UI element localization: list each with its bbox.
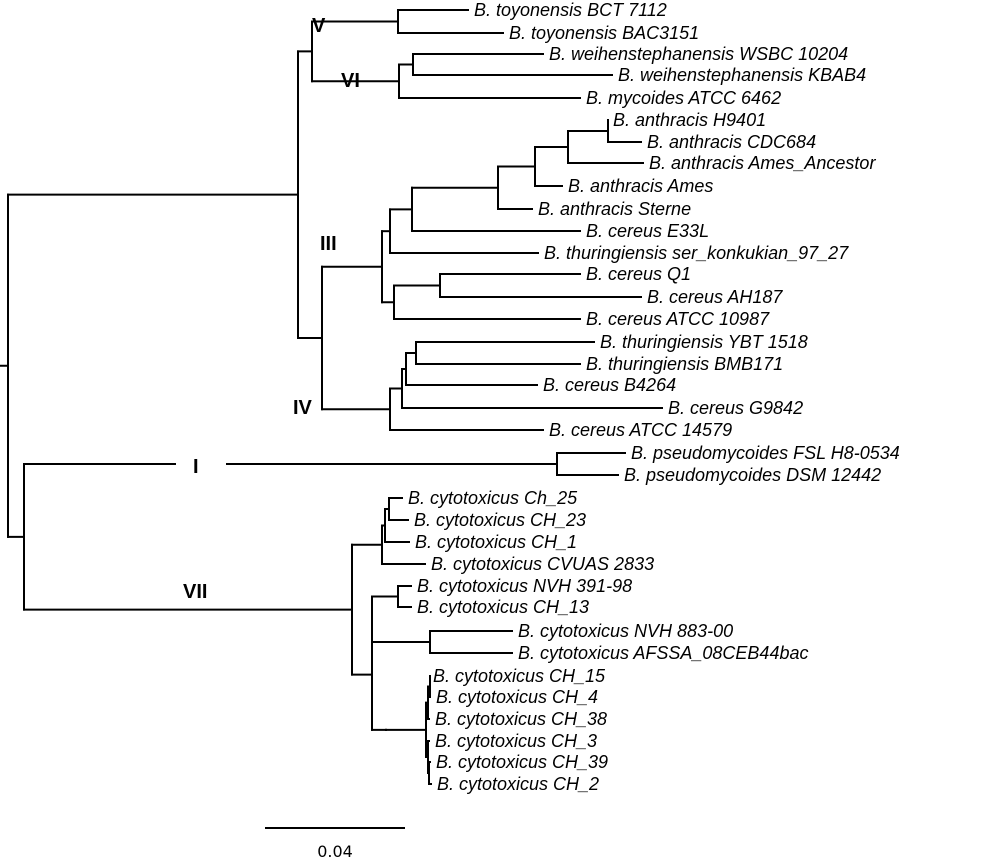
leaf-label: B. pseudomycoides DSM 12442: [624, 465, 881, 485]
leaf-label: B. cytotoxicus CH_13: [417, 597, 589, 617]
leaf-label: B. mycoides ATCC 6462: [586, 88, 781, 108]
leaf-label: B. cereus G9842: [668, 398, 803, 418]
leaf-label: B. pseudomycoides FSL H8-0534: [631, 443, 900, 463]
leaf-label: B. thuringiensis YBT 1518: [600, 332, 808, 352]
clade-label-vi: VI: [341, 70, 360, 92]
leaf-label: B. cytotoxicus CH_15: [433, 666, 606, 686]
clade-label-iii: III: [320, 233, 337, 255]
leaf-label: B. cytotoxicus CH_2: [437, 774, 599, 794]
clade-label-iv: IV: [293, 397, 313, 419]
leaf-label: B. cytotoxicus NVH 391-98: [417, 576, 632, 596]
leaf-label: B. cytotoxicus CH_4: [436, 687, 598, 707]
leaf-labels: B. toyonensis BCT 7112 B. toyonensis BAC3…: [408, 0, 900, 794]
leaf-label: B. cytotoxicus CH_39: [436, 752, 608, 772]
leaf-label: B. anthracis Ames: [568, 176, 713, 196]
leaf-label: B. cytotoxicus Ch_25: [408, 488, 578, 508]
clade-label-v: V: [312, 15, 326, 37]
leaf-label: B. cereus E33L: [586, 221, 709, 241]
leaf-label: B. cereus AH187: [647, 287, 783, 307]
leaf-label: B. cereus B4264: [543, 375, 676, 395]
leaf-label: B. cytotoxicus CH_1: [415, 532, 577, 552]
leaf-label: B. anthracis Sterne: [538, 199, 691, 219]
leaf-label: B. toyonensis BAC3151: [509, 23, 699, 43]
leaf-label: B. cytotoxicus CH_3: [435, 731, 597, 751]
tree-branches: [0, 9, 663, 785]
scale-bar-label: 0.04: [317, 842, 353, 858]
leaf-label: B. cytotoxicus AFSSA_08CEB44bac: [518, 643, 808, 663]
clade-label-vii: VII: [183, 581, 207, 603]
leaf-label: B. weihenstephanensis WSBC 10204: [549, 44, 848, 64]
clade-label-i: I: [193, 456, 199, 478]
leaf-label: B. toyonensis BCT 7112: [474, 0, 667, 20]
leaf-label: B. cytotoxicus CVUAS 2833: [431, 554, 654, 574]
clade-vii-label-gap: [176, 580, 226, 604]
leaf-label: B. anthracis CDC684: [647, 132, 816, 152]
leaf-label: B. thuringiensis BMB171: [586, 354, 783, 374]
leaf-label: B. cytotoxicus NVH 883-00: [518, 621, 733, 641]
leaf-label: B. weihenstephanensis KBAB4: [618, 65, 866, 85]
leaf-label: B. cytotoxicus CH_38: [435, 709, 607, 729]
leaf-label: B. anthracis Ames_Ancestor: [649, 153, 876, 173]
clade-i-label-gap: [176, 455, 226, 479]
leaf-label: B. cereus Q1: [586, 264, 691, 284]
leaf-label: B. cereus ATCC 14579: [549, 420, 732, 440]
leaf-label: B. cereus ATCC 10987: [586, 309, 770, 329]
leaf-label: B. thuringiensis ser_konkukian_97_27: [544, 243, 849, 263]
leaf-label: B. cytotoxicus CH_23: [414, 510, 586, 530]
leaf-label: B. anthracis H9401: [613, 110, 766, 130]
